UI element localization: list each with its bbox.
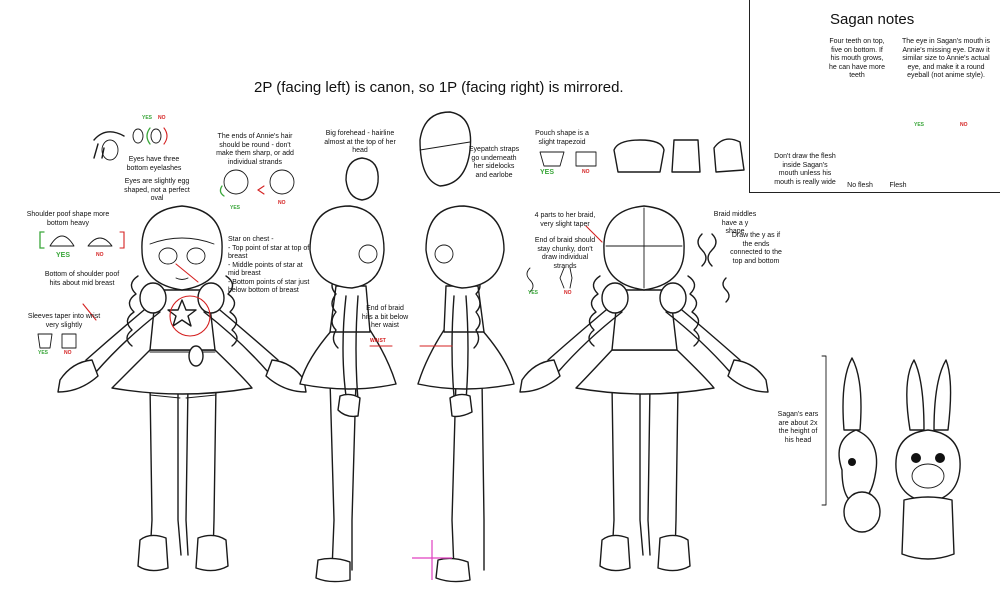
note-braid-end: End of braid hits a bit below her waist [361,305,409,329]
page-title: 2P (facing left) is canon, so 1P (facing… [254,79,624,96]
sagan-notes-panel [749,0,1000,193]
label-yes-pouch: YES [540,169,555,176]
label-no-poof: NO [96,252,104,258]
back-view-figure [519,205,769,572]
label-no-sleeves: NO [64,350,72,356]
side-view-left-figure [417,205,515,583]
note-braid-middles: Braid middles have a y shape [713,211,757,235]
label-no-flesh: No flesh [847,182,873,189]
label-no-eyes: NO [158,115,166,121]
label-flesh: Flesh [889,182,907,189]
label-no-hair: NO [278,200,286,206]
label-yes-braid: YES [528,290,539,296]
label-yes-hair: YES [230,205,241,211]
note-eyelashes: Eyes have three bottom eyelashes [126,156,182,172]
label-no-braid: NO [564,290,572,296]
note-star: Star on chest - - Top point of star at t… [228,236,310,294]
label-yes-poof: YES [56,252,71,259]
label-yes-eyeball: YES [914,122,925,128]
sagan-notes-title: Sagan notes [830,11,915,28]
note-shoulder-poof: Shoulder poof shape more bottom heavy [26,211,110,227]
label-yes-sleeves: YES [38,350,49,356]
note-sleeves: Sleeves taper into wrist very slightly [27,313,101,329]
sagan-bunnies [821,355,961,560]
note-eyepatch: Eyepatch straps go underneath her sidelo… [468,146,520,179]
note-pouch: Pouch shape is a slight trapezoid [535,130,589,146]
label-yes-eyes: YES [142,115,153,121]
note-sagan-ears: Sagan's ears are about 2x the height of … [777,411,819,444]
label-waist: WAIST [370,338,386,344]
side-view-right-figure [299,205,397,583]
label-no-pouch: NO [582,169,590,175]
sagan-note-eye: The eye in Sagan's mouth is Annie's miss… [901,38,991,79]
note-braid-parts: 4 parts to her braid, very slight taper [534,212,596,228]
note-braid-chunky: End of braid should stay chunky, don't d… [534,237,596,270]
note-forehead: Big forehead - hairline almost at the to… [324,130,396,154]
note-egg-shape: Eyes are slightly egg shaped, not a perf… [124,178,190,202]
sagan-note-flesh: Don't draw the flesh inside Sagan's mout… [774,153,836,186]
note-poof-bottom: Bottom of shoulder poof hits about mid b… [44,271,120,287]
note-draw-y: Draw the y as if the ends connected to t… [730,232,782,265]
label-no-eyeball: NO [960,122,968,128]
small-sketches [37,111,745,580]
note-hair-ends: The ends of Annie's hair should be round… [216,133,294,166]
front-view-figure [57,205,307,572]
sagan-note-teeth: Four teeth on top, five on bottom. If hi… [828,38,886,79]
